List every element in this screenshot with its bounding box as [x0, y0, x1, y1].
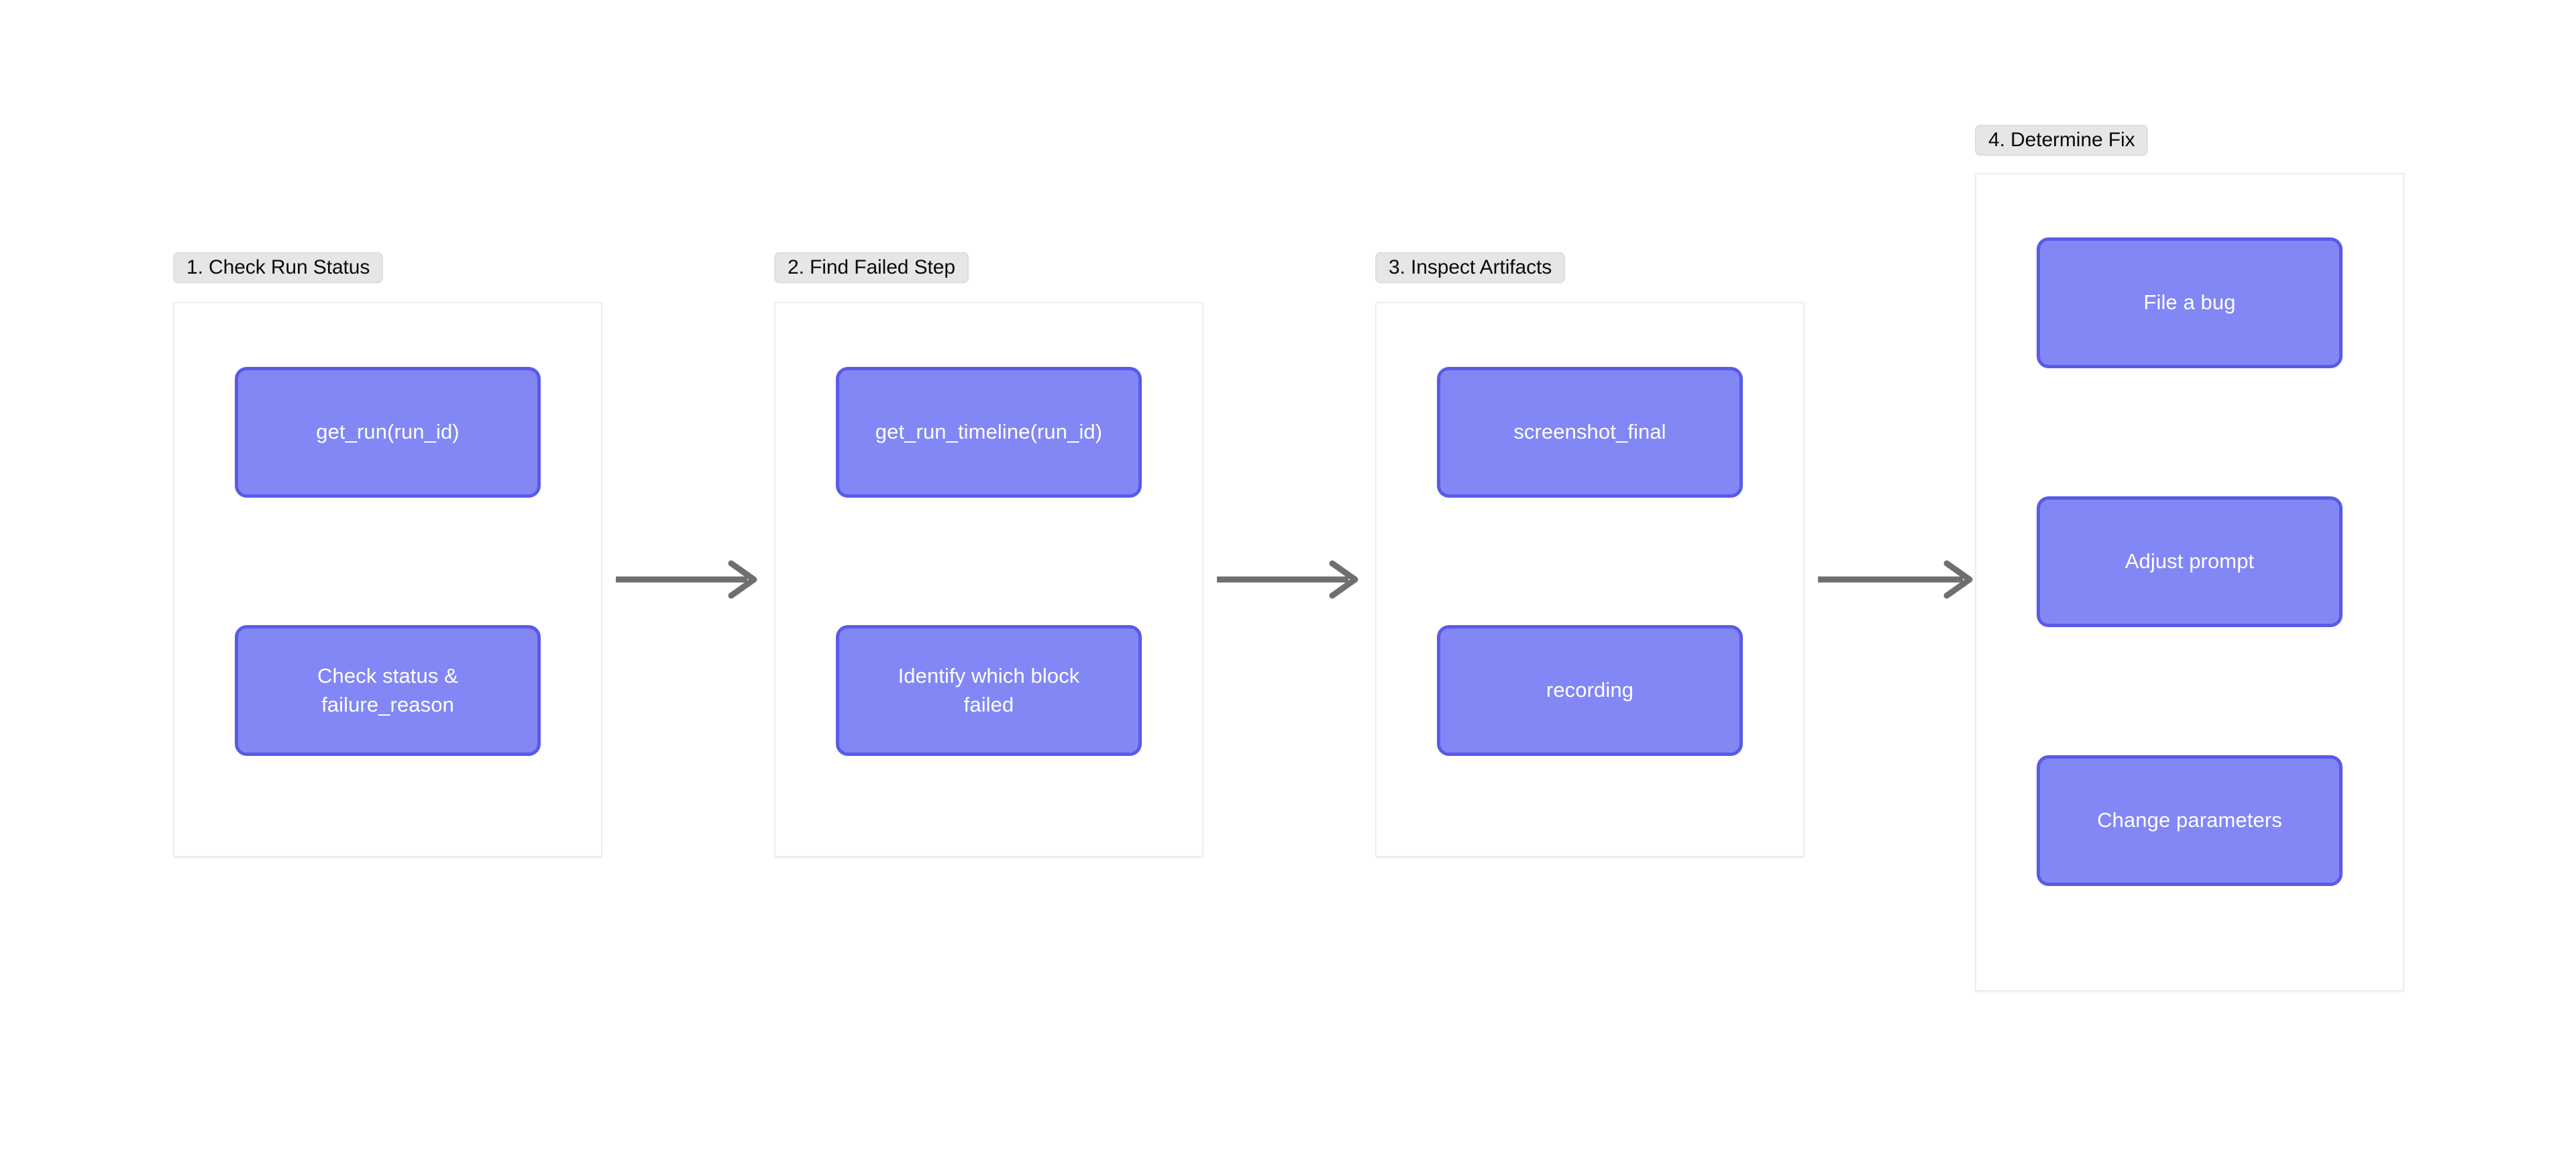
group-label-3-text: 3. Inspect Artifacts [1389, 256, 1552, 278]
arrow-1-to-2 [616, 560, 757, 599]
node-get-run-timeline[interactable]: get_run_timeline(run_id) [836, 367, 1142, 498]
node-adjust-prompt[interactable]: Adjust prompt [2037, 496, 2343, 627]
node-check-status[interactable]: Check status & failure_reason [235, 625, 541, 756]
group-container-3: screenshot_final recording [1375, 302, 1805, 857]
group-label-1: 1. Check Run Status [173, 252, 384, 283]
node-file-a-bug[interactable]: File a bug [2037, 237, 2343, 368]
group-container-1: get_run(run_id) Check status & failure_r… [173, 302, 602, 857]
node-change-parameters[interactable]: Change parameters [2037, 755, 2343, 886]
arrow-2-to-3 [1217, 560, 1358, 599]
node-recording[interactable]: recording [1437, 625, 1743, 756]
group-label-2: 2. Find Failed Step [774, 252, 969, 283]
group-container-4: File a bug Adjust prompt Change paramete… [1975, 173, 2404, 991]
node-screenshot-final[interactable]: screenshot_final [1437, 367, 1743, 498]
group-label-3: 3. Inspect Artifacts [1375, 252, 1566, 283]
group-container-2: get_run_timeline(run_id) Identify which … [774, 302, 1203, 857]
arrow-3-to-4 [1818, 560, 1973, 599]
node-identify-block[interactable]: Identify which block failed [836, 625, 1142, 756]
node-get-run[interactable]: get_run(run_id) [235, 367, 541, 498]
group-label-4: 4. Determine Fix [1975, 125, 2149, 156]
group-label-2-text: 2. Find Failed Step [788, 256, 955, 278]
group-label-1-text: 1. Check Run Status [186, 256, 370, 278]
group-label-4-text: 4. Determine Fix [1988, 129, 2135, 151]
